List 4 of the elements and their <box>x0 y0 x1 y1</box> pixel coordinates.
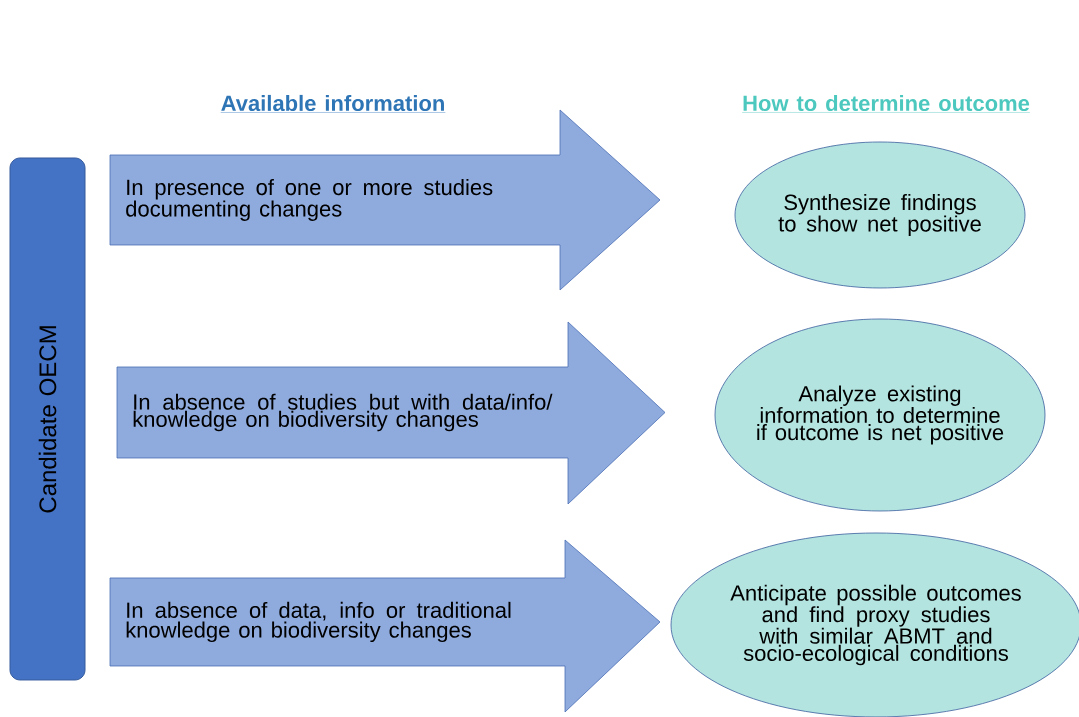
arrow-box: In absence of studies but with data/info/ knowledge on biodiversity changes <box>116 321 666 505</box>
vertical-bar: Candidate OECM <box>9 157 86 681</box>
arrow-box: In absence of data, info or traditional knowledge on biodiversity changes <box>109 539 661 713</box>
column-heading: How to determine outcome <box>741 94 1031 113</box>
